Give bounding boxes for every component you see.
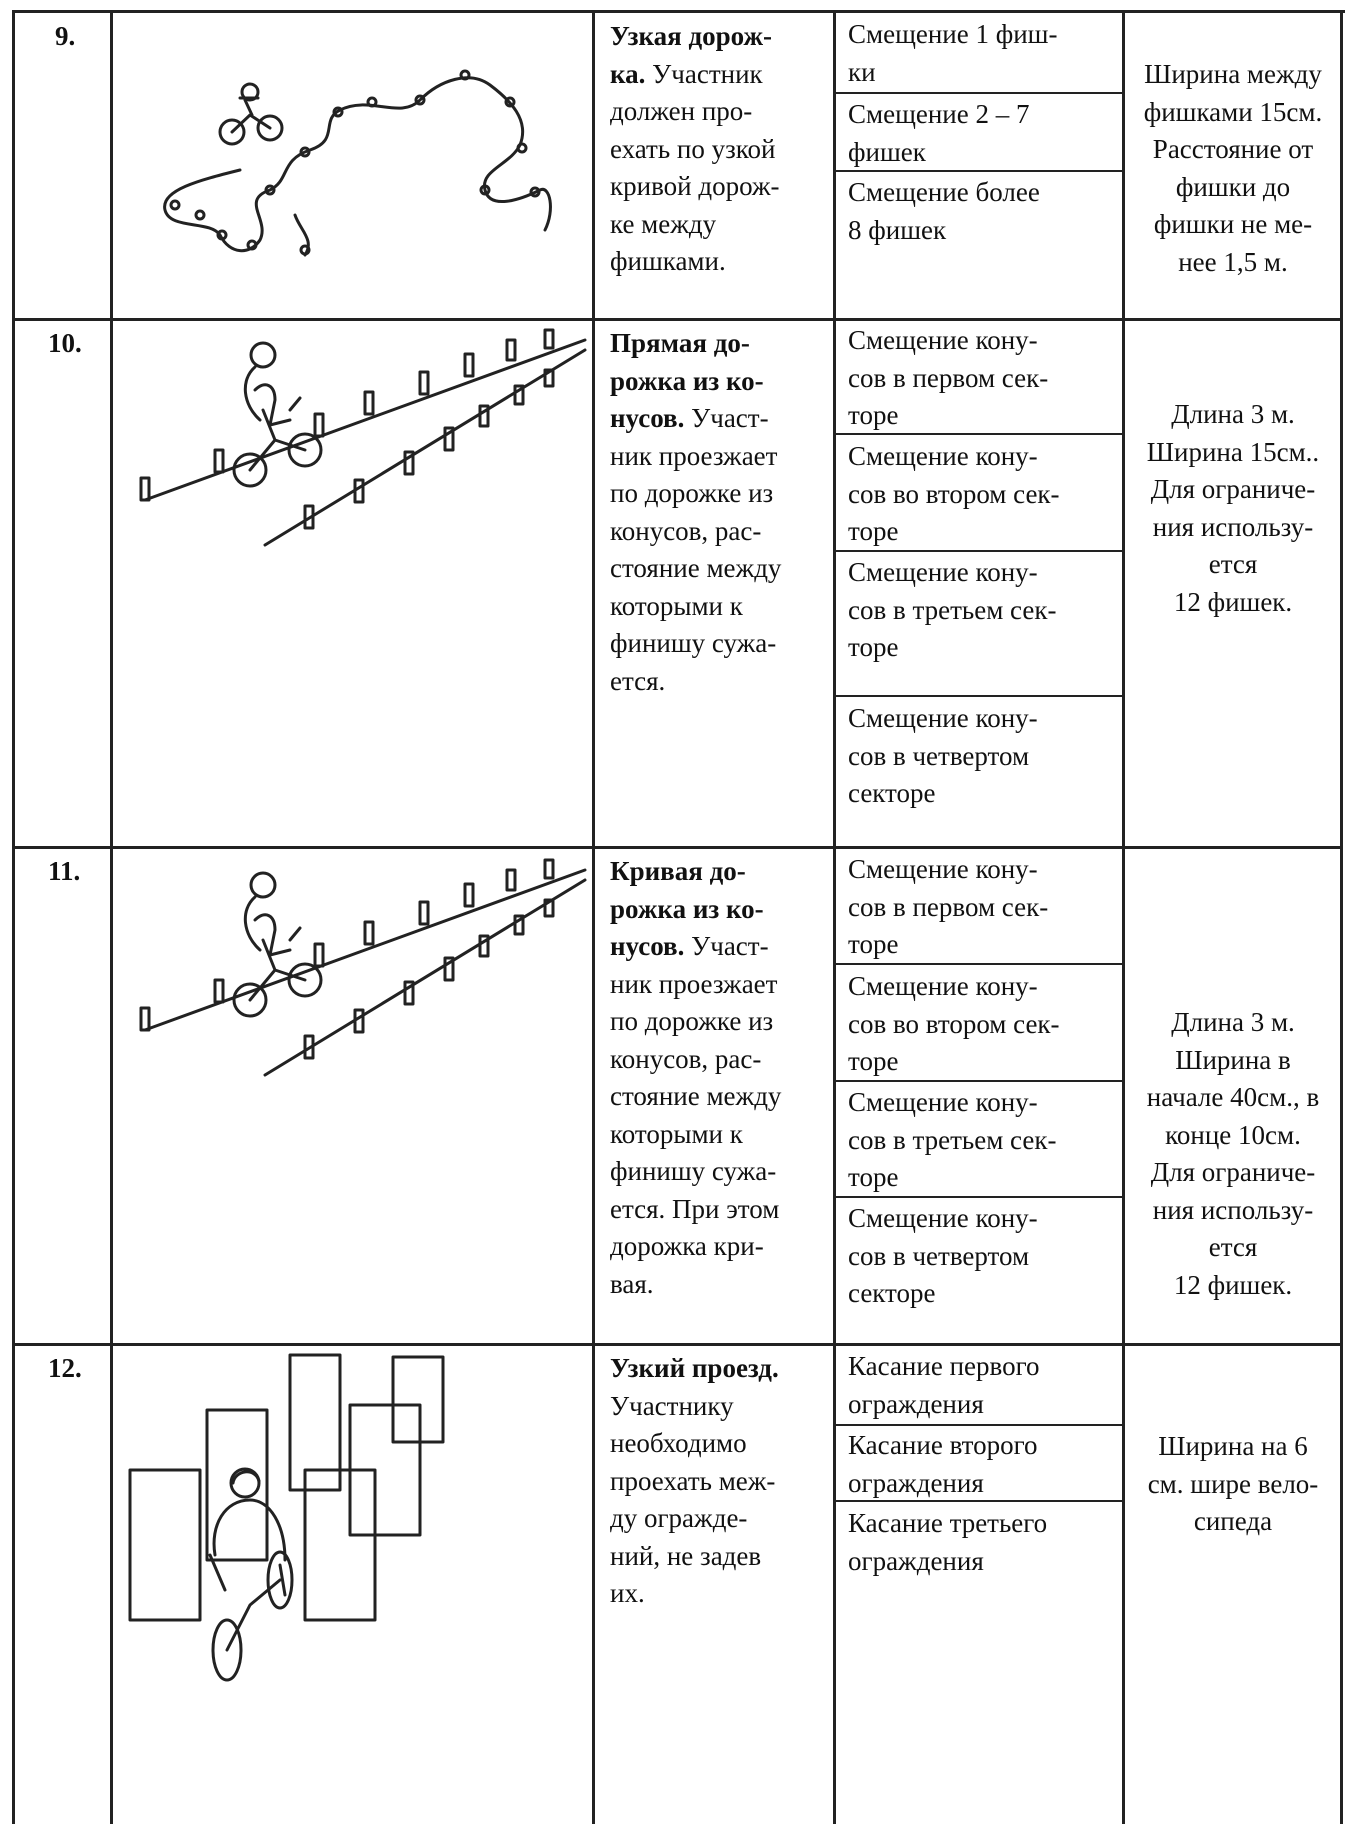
penalty-item: Смещение кону- сов в первом сек- торе — [848, 325, 1049, 430]
penalty-item: Смещение кону- сов в четвертом секторе — [848, 703, 1038, 808]
exercise-text: Участнику необходимо проехать меж- ду ог… — [610, 1390, 776, 1609]
table-border-top — [12, 10, 1345, 13]
column-divider-3 — [833, 10, 836, 1824]
penalty-separator — [833, 550, 1125, 552]
narrow-track-illustration — [163, 69, 552, 257]
conditions-cell: Длина 3 м. Ширина в начале 40см., в конц… — [1146, 1007, 1320, 1300]
penalty-separator — [833, 1196, 1125, 1198]
exercise-description: Узкая дорож- ка. Участник должен про- ех… — [610, 18, 835, 281]
row-number: 10. — [48, 328, 82, 358]
penalty-separator — [833, 170, 1125, 172]
column-divider-4 — [1122, 10, 1125, 1824]
row-number: 12. — [48, 1353, 82, 1383]
exercise-title: Кривая до- рожка из ко- нусов. — [610, 856, 764, 961]
penalty-item: Смещение 1 фиш- ки — [848, 19, 1058, 87]
table-border-left — [12, 10, 15, 1824]
penalty-item: Смещение 2 – 7 фишек — [848, 99, 1030, 167]
penalty-cell: Касание третьего ограждения — [848, 1505, 1113, 1580]
exercise-title: Прямая до- рожка из ко- нусов. — [610, 328, 764, 433]
penalty-item: Смещение кону- сов в третьем сек- торе — [848, 557, 1057, 662]
penalty-separator — [833, 1500, 1125, 1502]
penalty-item: Смещение кону- сов в третьем сек- торе — [848, 1087, 1057, 1192]
exercise-description: Прямая до- рожка из ко- нусов. Участ- ни… — [610, 325, 835, 700]
exercise-text: Участ- ник проезжает по дорожке из конус… — [610, 403, 782, 696]
conditions-cell: Ширина на 6 см. шире вело- сипеда — [1147, 1431, 1319, 1536]
penalty-cell: Смещение более 8 фишек — [848, 174, 1113, 249]
penalty-item: Смещение более 8 фишек — [848, 177, 1040, 245]
exercise-description: Узкий проезд. Участнику необходимо проех… — [610, 1350, 835, 1613]
conditions-cell: Ширина между фишками 15см. Расстояние от… — [1143, 59, 1323, 277]
narrow-passage-illustration — [128, 1353, 445, 1682]
penalty-cell: Смещение кону- сов во втором сек- торе — [848, 968, 1113, 1081]
penalty-separator — [833, 1080, 1125, 1082]
column-divider-2 — [592, 10, 595, 1824]
row-separator — [12, 318, 1343, 321]
penalty-cell: Смещение кону- сов во втором сек- торе — [848, 438, 1113, 551]
column-divider-1 — [110, 10, 113, 1824]
penalty-separator — [833, 433, 1125, 435]
penalty-cell: Смещение 1 фиш- ки — [848, 16, 1113, 91]
row-separator — [12, 846, 1343, 849]
penalty-cell: Смещение 2 – 7 фишек — [848, 96, 1113, 171]
penalty-item: Касание второго ограждения — [848, 1430, 1038, 1498]
penalty-item: Смещение кону- сов в первом сек- торе — [848, 854, 1049, 959]
penalty-cell: Смещение кону- сов в четвертом секторе — [848, 1200, 1113, 1313]
penalty-cell: Смещение кону- сов в первом сек- торе — [848, 851, 1113, 964]
penalty-separator — [833, 963, 1125, 965]
exercise-title: Узкая дорож- ка. — [610, 21, 773, 89]
exercise-title: Узкий проезд. — [610, 1353, 779, 1383]
penalty-separator — [833, 695, 1125, 697]
penalty-separator — [833, 92, 1125, 94]
penalty-cell: Касание второго ограждения — [848, 1427, 1113, 1502]
penalty-separator — [833, 1424, 1125, 1426]
penalty-item: Смещение кону- сов в четвертом секторе — [848, 1203, 1038, 1308]
penalty-item: Смещение кону- сов во втором сек- торе — [848, 971, 1060, 1076]
penalty-cell: Смещение кону- сов в первом сек- торе — [848, 322, 1113, 435]
exercise-description: Кривая до- рожка из ко- нусов. Участ- ни… — [610, 853, 835, 1303]
penalty-item: Касание первого ограждения — [848, 1351, 1040, 1419]
exercise-text: Участ- ник проезжает по дорожке из конус… — [610, 931, 782, 1299]
penalty-item: Касание третьего ограждения — [848, 1508, 1048, 1576]
penalty-cell: Касание первого ограждения — [848, 1348, 1113, 1423]
conditions-cell: Длина 3 м. Ширина 15см.. Для ограниче- н… — [1146, 399, 1320, 617]
curved-cone-track-illustration — [139, 858, 587, 1077]
penalty-cell: Смещение кону- сов в третьем сек- торе — [848, 554, 1113, 667]
penalty-cell: Смещение кону- сов в четвертом секторе — [848, 700, 1113, 813]
straight-cone-track-illustration — [139, 328, 587, 547]
row-separator — [12, 1343, 1343, 1346]
penalty-item: Смещение кону- сов во втором сек- торе — [848, 441, 1060, 546]
row-number: 11. — [48, 856, 81, 886]
penalty-cell: Смещение кону- сов в третьем сек- торе — [848, 1084, 1113, 1197]
exercise-text: Участник должен про- ехать по узкой крив… — [610, 58, 780, 277]
table-border-right — [1340, 10, 1343, 1824]
row-number: 9. — [55, 21, 76, 51]
